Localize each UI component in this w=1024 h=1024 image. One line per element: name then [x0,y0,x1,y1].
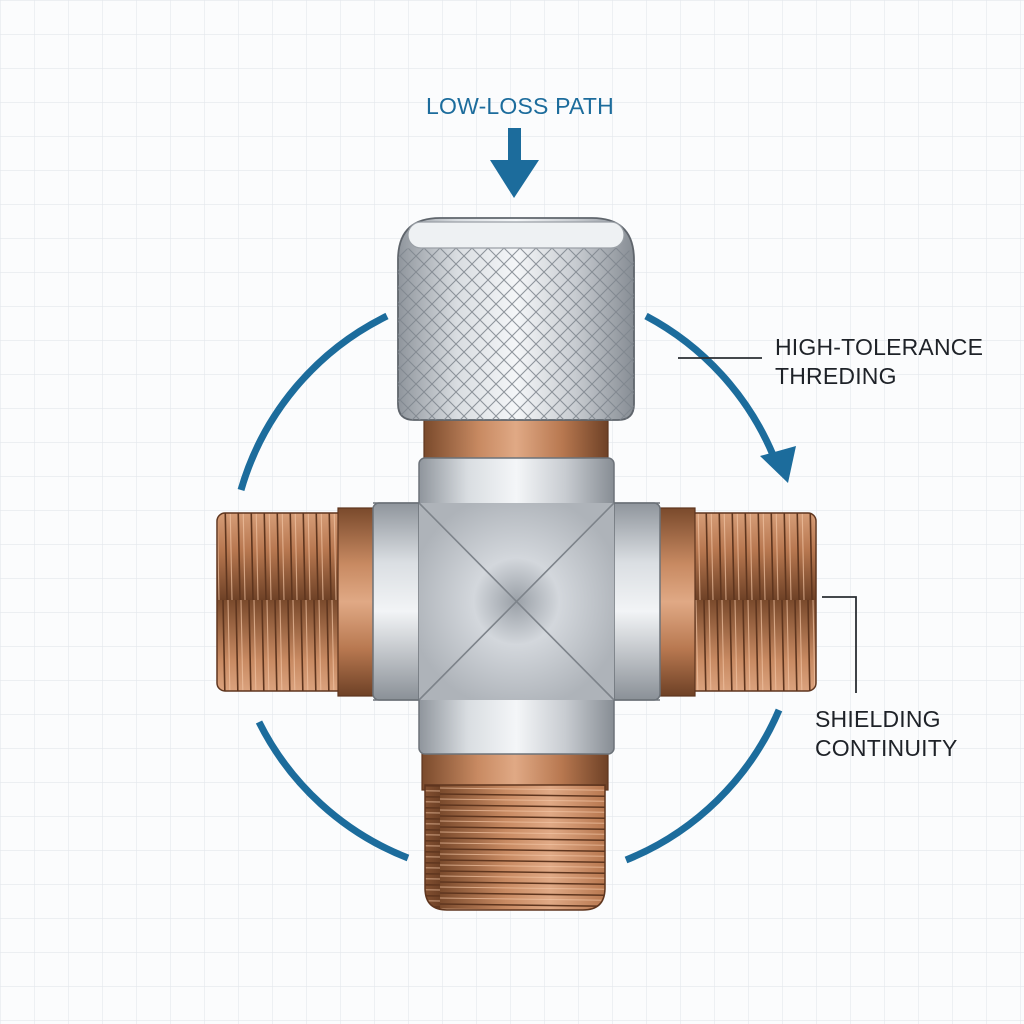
knurled-cap [397,217,635,421]
arc-bottom-right [624,708,783,864]
leader-shielding [822,596,857,693]
down-arrow-icon [490,128,539,198]
curved-arrow-head [760,446,796,483]
right-threaded-port [654,507,817,697]
left-threaded-port [216,507,379,697]
shielding-label-line-1: SHIELDING [815,706,941,732]
cross-body [372,457,661,755]
arc-top-left [237,312,389,491]
low-loss-path-label: LOW-LOSS PATH [426,93,614,119]
curved-arrow-icon [644,312,777,457]
bottom-threaded-port [421,744,609,911]
threading-label: HIGH-TOLERANCE THREDING [775,333,983,391]
rotation-arcs [237,312,783,864]
arc-bottom-left [255,720,410,862]
shielding-label: SHIELDING CONTINUITY [815,705,958,763]
threading-label-line-1: HIGH-TOLERANCE [775,334,984,360]
threading-label-line-2: THREDING [775,362,897,389]
shielding-label-line-2: CONTINUITY [815,734,958,761]
